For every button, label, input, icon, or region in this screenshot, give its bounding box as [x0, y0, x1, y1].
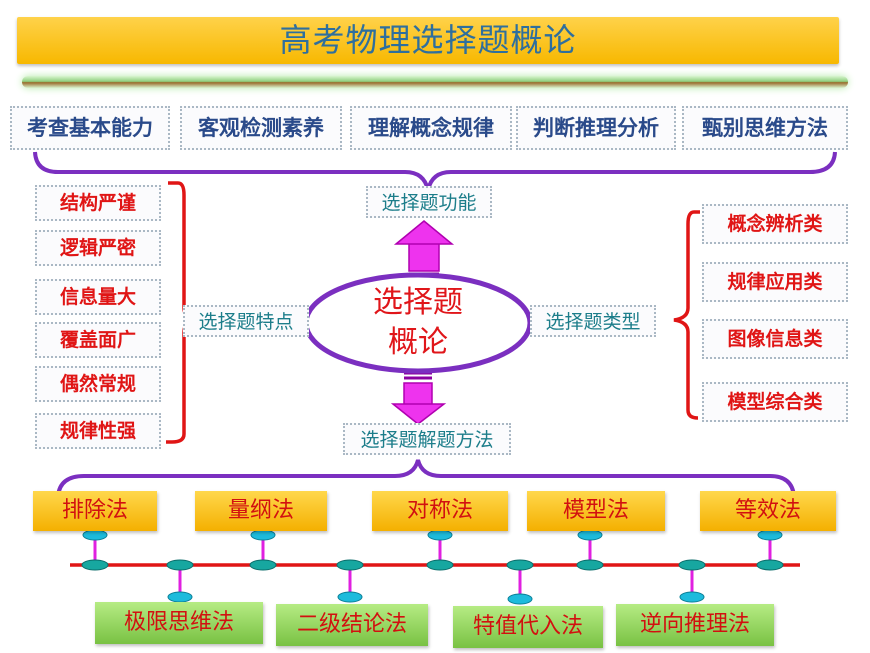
ability-box: 甄别思维方法: [682, 106, 848, 150]
methods-label: 选择题解题方法: [343, 423, 511, 455]
feature-item: 逻辑严密: [35, 230, 161, 266]
center-topic: 选择题 概论: [318, 283, 518, 363]
title-bar: [17, 17, 839, 64]
center-line-1: 选择题: [373, 285, 463, 320]
center-line-2: 概论: [388, 325, 448, 360]
method-bottom-box: 逆向推理法: [616, 604, 774, 646]
method-top-box: 等效法: [700, 491, 836, 531]
feature-item: 结构严谨: [35, 185, 161, 221]
method-bottom-box: 二级结论法: [276, 604, 428, 646]
function-label: 选择题功能: [366, 186, 492, 218]
type-item: 概念辨析类: [702, 204, 848, 244]
page-title: 高考物理选择题概论: [279, 21, 577, 59]
arrow-down-icon: [390, 371, 447, 425]
method-top-box: 模型法: [527, 491, 665, 531]
method-top-box: 排除法: [33, 491, 157, 531]
ability-box: 考查基本能力: [10, 106, 170, 150]
title-underline: [22, 76, 848, 88]
feature-item: 覆盖面广: [35, 322, 161, 358]
type-item: 图像信息类: [702, 319, 848, 359]
type-item: 模型综合类: [702, 382, 848, 422]
ability-box: 理解概念规律: [350, 106, 512, 150]
ability-box: 判断推理分析: [516, 106, 676, 150]
arrow-up-icon: [393, 220, 455, 281]
ability-box: 客观检测素养: [180, 106, 342, 150]
method-bottom-box: 极限思维法: [95, 602, 263, 644]
feature-item: 规律性强: [35, 413, 161, 449]
method-top-box: 量纲法: [195, 491, 327, 531]
types-label: 选择题类型: [530, 305, 656, 337]
method-top-box: 对称法: [372, 491, 508, 531]
method-bottom-box: 特值代入法: [453, 606, 603, 648]
feature-item: 偶然常规: [35, 366, 161, 402]
feature-item: 信息量大: [35, 279, 161, 315]
features-label: 选择题特点: [183, 305, 309, 337]
type-item: 规律应用类: [702, 262, 848, 302]
